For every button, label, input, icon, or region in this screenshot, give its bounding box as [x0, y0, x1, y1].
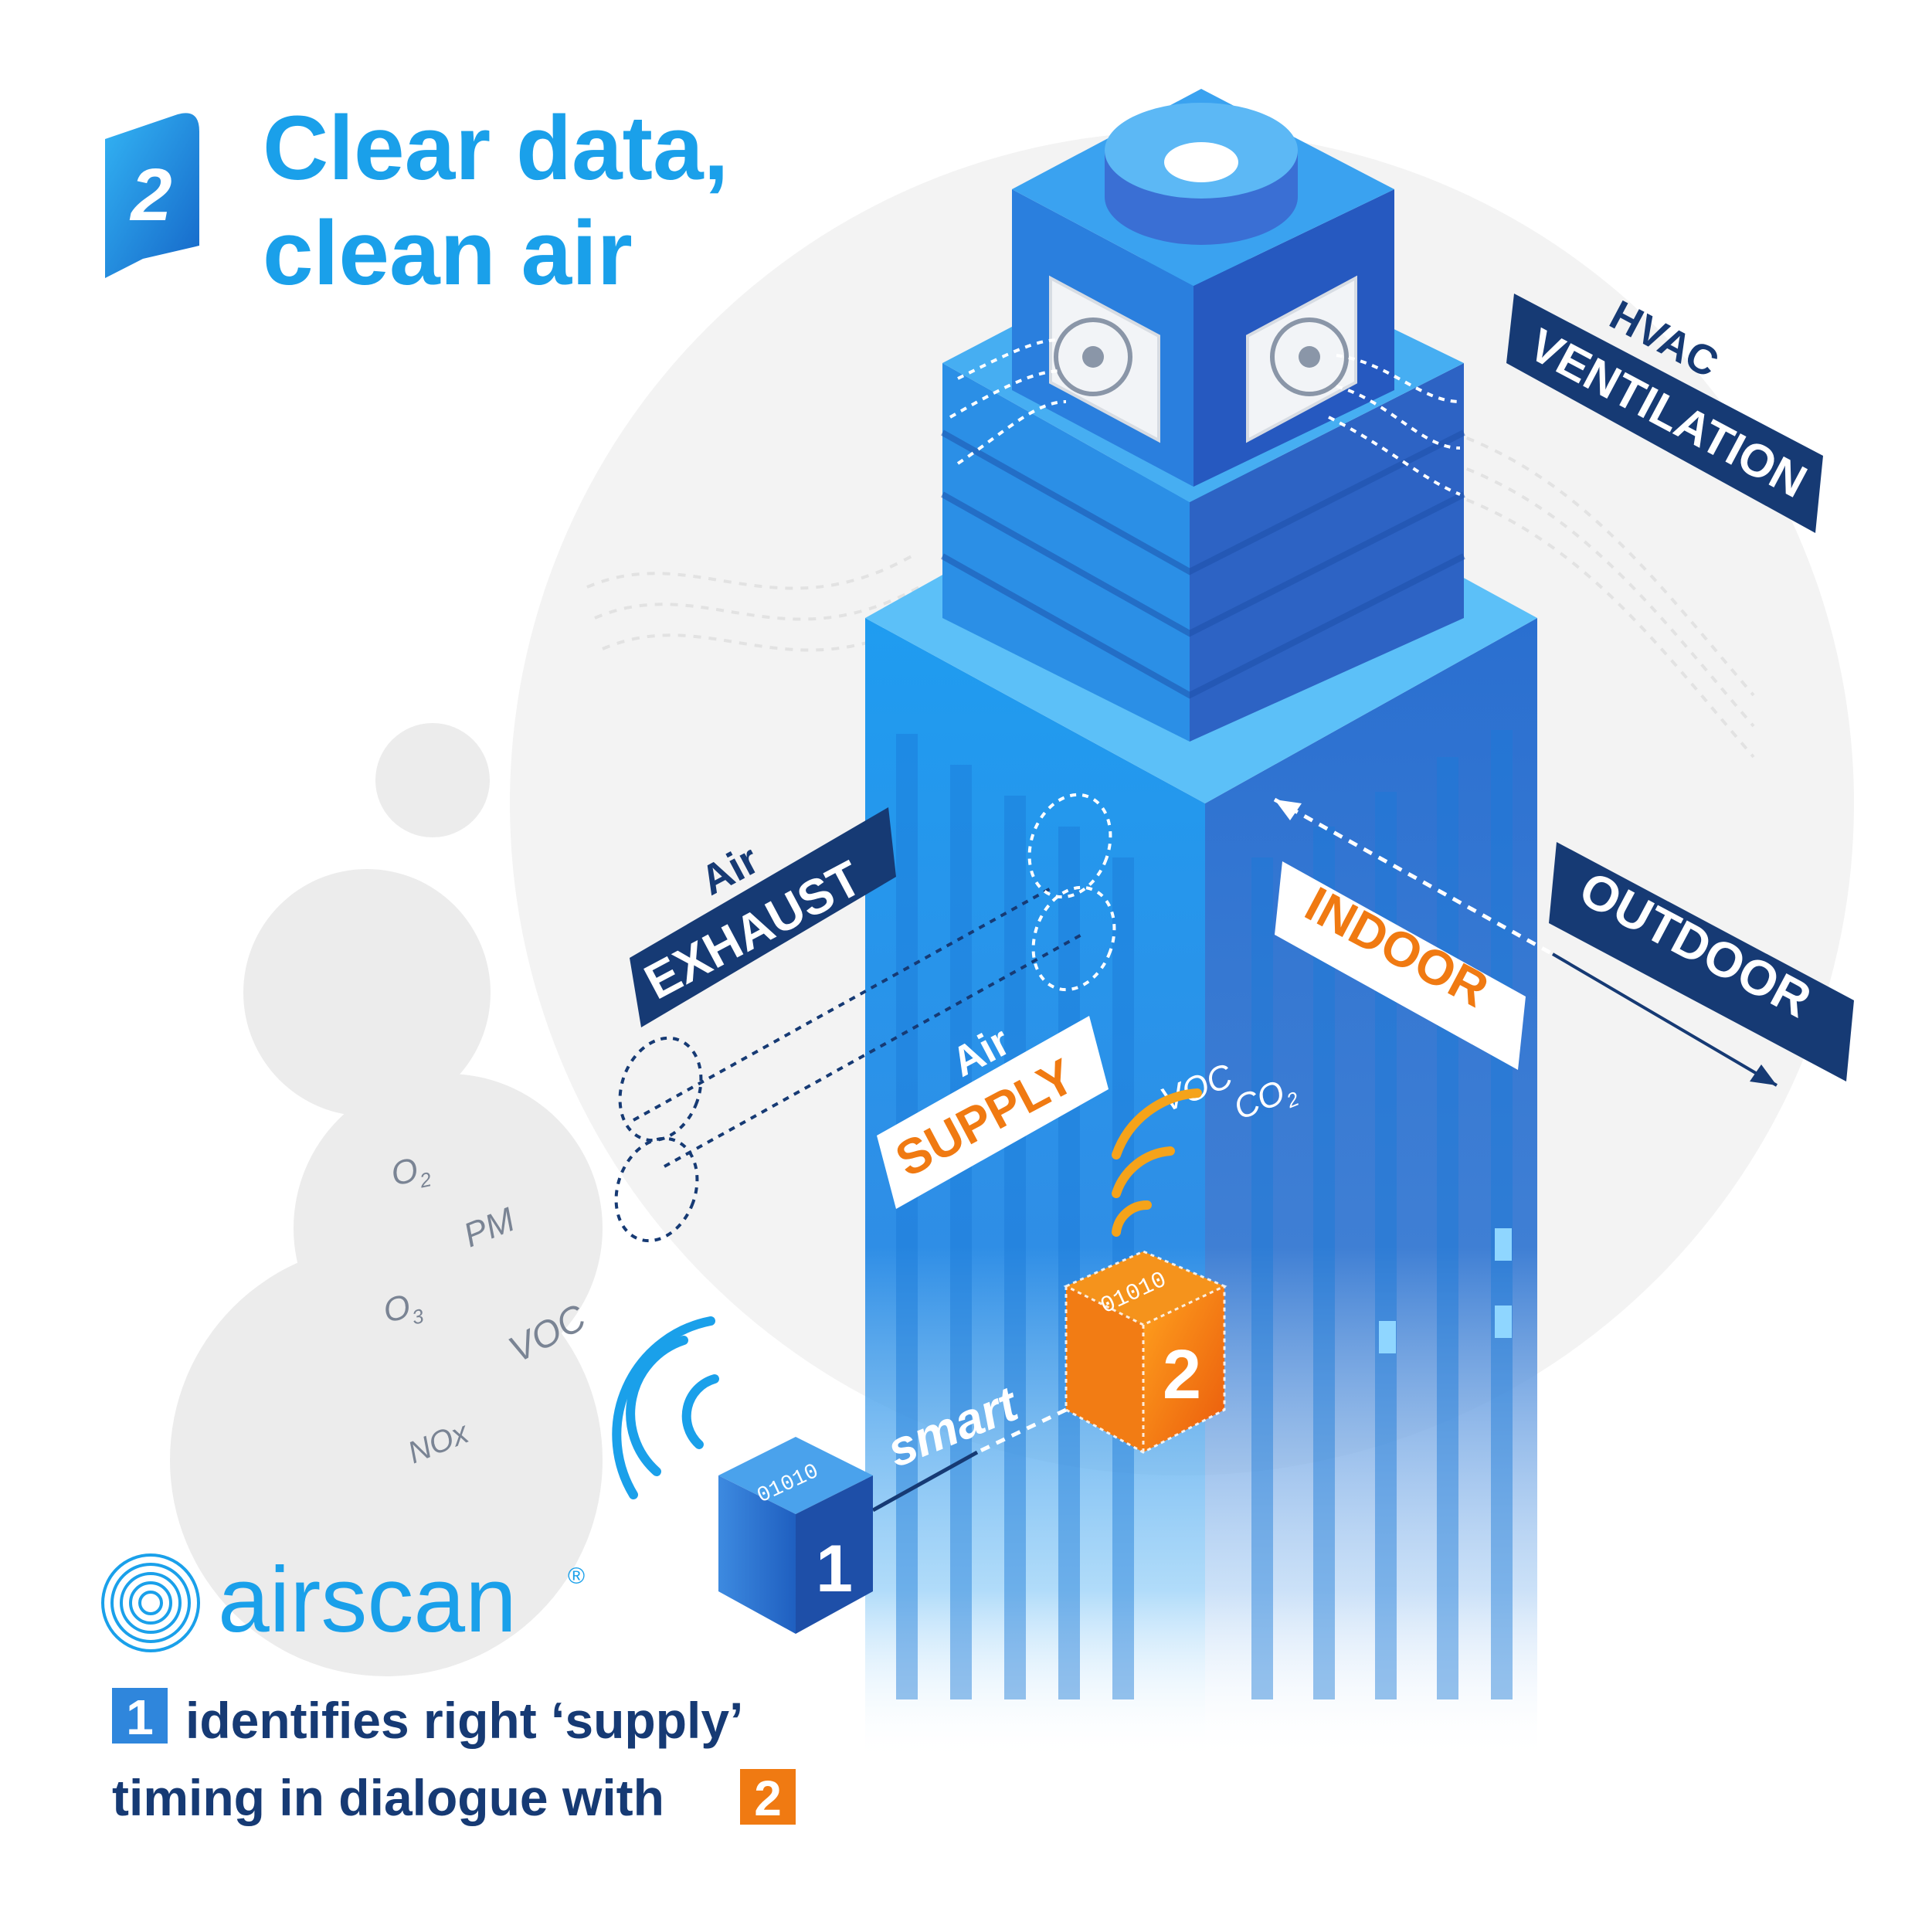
page-title-line1: Clear data, [263, 97, 728, 199]
page-title-line2: clean air [263, 202, 633, 304]
step-badge: 2 [105, 113, 199, 278]
caption-line2: timing in dialogue with [112, 1769, 664, 1826]
airscan-logo: airscan ® [101, 1548, 585, 1652]
caption-line1: identifies right ‘supply’ [185, 1692, 743, 1749]
wifi-signal-orange-icon [1112, 1088, 1202, 1237]
caption-badge-2 [740, 1769, 796, 1825]
tower-front [865, 618, 1205, 1761]
lit-windows [1379, 1228, 1512, 1353]
caption: 1 identifies right ‘supply’ timing in di… [112, 1688, 796, 1826]
building [865, 89, 1537, 1761]
middle-bands [941, 430, 1465, 699]
fan-right-icon [1246, 275, 1357, 443]
caption-badge-1 [112, 1688, 168, 1744]
pollution-cloud [170, 723, 603, 1676]
wifi-signal-blue-icon [612, 1316, 719, 1499]
device-1-cube: 01010 1 [718, 1437, 873, 1634]
fan-left-icon [1049, 275, 1160, 443]
airflow-waves [586, 431, 1755, 759]
indoor-outdoor-arrows [1273, 797, 1778, 1087]
pollutant-o3: O3 [380, 1285, 426, 1335]
air-duct-white [1027, 793, 1116, 992]
brand-registered-mark: ® [568, 1564, 585, 1589]
arrow-head-indoor [1275, 800, 1302, 820]
brand-name: airscan [218, 1548, 517, 1652]
air-duct-paths [614, 887, 1082, 1243]
window-strips [896, 730, 1513, 1699]
step-badge-number: 2 [129, 154, 171, 236]
middle-front [942, 363, 1190, 742]
device-2-cube: 01010 2 [1063, 1250, 1227, 1454]
device-1-number: 1 [816, 1532, 853, 1606]
device-2-number: 2 [1163, 1336, 1201, 1414]
fingerprint-icon [101, 1553, 200, 1652]
caption-badge-1-number: 1 [126, 1689, 154, 1745]
airflow-dotted-lines [949, 338, 1461, 496]
rooftop-vent [1164, 142, 1238, 182]
arrow-head-outdoor [1750, 1064, 1777, 1085]
caption-badge-2-number: 2 [754, 1771, 782, 1826]
